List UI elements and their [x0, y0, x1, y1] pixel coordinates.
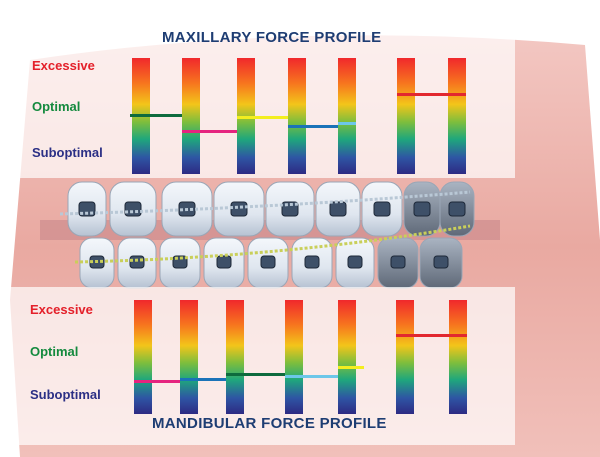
maxillary-force-bar [338, 58, 356, 174]
mandibular-force-line [285, 375, 338, 378]
bracket [216, 255, 232, 269]
bracket [329, 201, 347, 217]
bracket [260, 255, 276, 269]
maxillary-force-bar [448, 58, 466, 174]
maxillary-force-line [237, 116, 288, 119]
upper-archwire [59, 190, 471, 216]
bracket [433, 255, 449, 269]
mandibular-force-bar [396, 300, 414, 414]
mandibular-force-panel: Excessive Optimal Suboptimal MANDIBULAR … [0, 287, 515, 445]
bracket [129, 255, 145, 269]
maxillary-force-line [130, 114, 182, 117]
mandibular-force-bar [226, 300, 244, 414]
maxillary-force-line [338, 122, 356, 125]
mandibular-force-line [338, 366, 364, 369]
maxillary-suboptimal-label: Suboptimal [32, 145, 103, 160]
maxillary-optimal-label: Optimal [32, 99, 81, 114]
mandibular-force-bar [285, 300, 303, 414]
mandibular-title: MANDIBULAR FORCE PROFILE [152, 415, 387, 432]
maxillary-force-bar [182, 58, 200, 174]
lower-archwire [74, 224, 471, 264]
maxillary-force-bar [397, 58, 415, 174]
bracket [373, 201, 391, 217]
maxillary-force-line [182, 130, 237, 133]
mandibular-force-bar [134, 300, 152, 414]
mandibular-force-line [226, 373, 285, 376]
mandibular-optimal-label: Optimal [30, 344, 79, 359]
bracket [230, 201, 248, 217]
mandibular-suboptimal-label: Suboptimal [30, 387, 101, 402]
bracket [124, 201, 142, 217]
maxillary-force-line [397, 93, 466, 96]
mandibular-force-line [396, 334, 467, 337]
bracket [347, 255, 363, 269]
bracket [390, 255, 406, 269]
archwires [59, 190, 471, 264]
bracket [413, 201, 431, 217]
brackets [78, 201, 466, 269]
mandibular-force-bar [338, 300, 356, 414]
bracket [448, 201, 466, 217]
maxillary-force-bar [288, 58, 306, 174]
mandibular-force-bar [449, 300, 467, 414]
mandibular-force-line [134, 380, 180, 383]
maxillary-excessive-label: Excessive [32, 58, 95, 73]
mandibular-force-line [180, 378, 226, 381]
mandibular-force-bar [180, 300, 198, 414]
bracket [304, 255, 320, 269]
maxillary-force-panel: MAXILLARY FORCE PROFILE Excessive Optima… [0, 21, 515, 178]
maxillary-title: MAXILLARY FORCE PROFILE [162, 29, 382, 46]
maxillary-force-line [288, 125, 338, 128]
mandibular-excessive-label: Excessive [30, 302, 93, 317]
